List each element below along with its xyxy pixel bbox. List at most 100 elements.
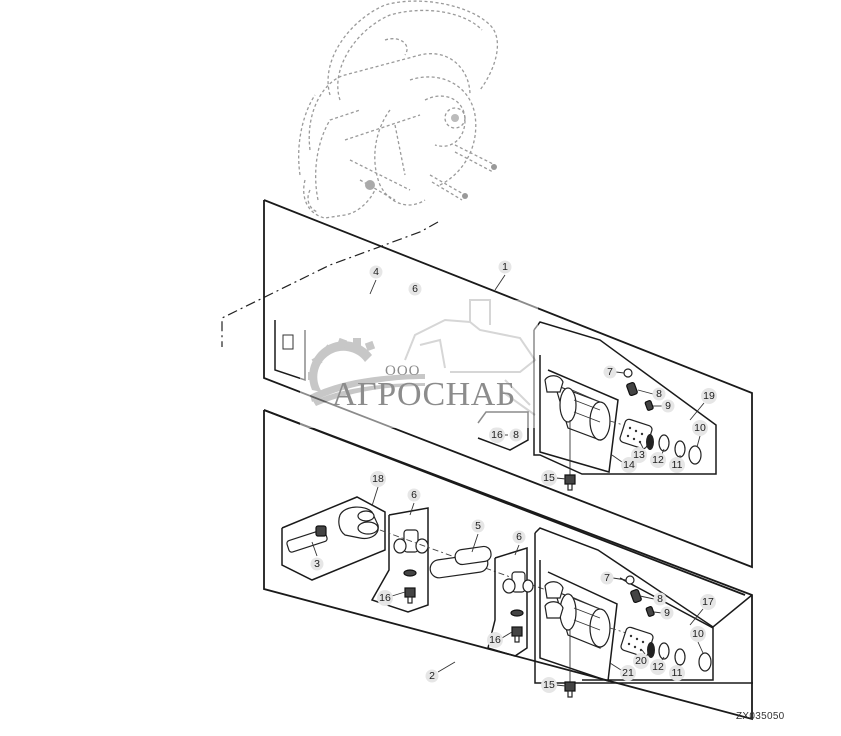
callout-6: 6 bbox=[407, 488, 421, 502]
gear-icon bbox=[308, 337, 425, 406]
callout-7: 7 bbox=[600, 571, 614, 585]
callout-number: 2 bbox=[429, 670, 435, 682]
callout-bubble bbox=[408, 282, 422, 296]
callout-3: 3 bbox=[310, 557, 324, 571]
callout-2: 2 bbox=[425, 669, 439, 683]
callout-bubble bbox=[541, 470, 557, 486]
callout-number: 15 bbox=[543, 472, 555, 484]
callout-16: 16 bbox=[489, 427, 505, 443]
callout-number: 16 bbox=[379, 592, 391, 604]
callout-20: 20 bbox=[633, 653, 649, 669]
callout-bubble bbox=[650, 659, 666, 675]
callout-bubble bbox=[660, 606, 674, 620]
callout-bubble bbox=[620, 665, 636, 681]
callout-6: 6 bbox=[512, 530, 526, 544]
callout-bubble bbox=[407, 488, 421, 502]
callout-number: 21 bbox=[622, 667, 634, 679]
callout-1: 1 bbox=[498, 260, 512, 274]
callout-number: 6 bbox=[412, 283, 418, 295]
callout-12: 12 bbox=[650, 659, 666, 675]
cross-6b bbox=[502, 571, 534, 643]
watermark-company-name: АГРОСНАБ bbox=[332, 376, 516, 413]
callout-bubble bbox=[692, 420, 708, 436]
callout-bubble bbox=[377, 590, 393, 606]
callout-bubble bbox=[600, 571, 614, 585]
callout-18: 18 bbox=[370, 471, 386, 487]
callout-bubble bbox=[653, 592, 667, 606]
callout-12: 12 bbox=[650, 452, 666, 468]
callout-number: 16 bbox=[491, 429, 503, 441]
figure-id-label: ZX035050 bbox=[736, 711, 785, 722]
phantom-outline bbox=[221, 221, 439, 347]
callout-bubble bbox=[700, 594, 716, 610]
callout-bubble bbox=[489, 427, 505, 443]
callout-10: 10 bbox=[692, 420, 708, 436]
kit-1-panel bbox=[263, 199, 753, 569]
callout-bubble bbox=[633, 653, 649, 669]
callout-number: 3 bbox=[314, 558, 320, 570]
callout-bubble bbox=[669, 457, 685, 473]
bearing-20 bbox=[620, 626, 655, 658]
callout-number: 15 bbox=[543, 679, 555, 691]
callout-number: 9 bbox=[664, 607, 670, 619]
gearbox-housing bbox=[298, 0, 499, 219]
callout-21: 21 bbox=[620, 665, 636, 681]
callout-8: 8 bbox=[653, 592, 667, 606]
callout-bubble bbox=[370, 471, 386, 487]
callout-number: 9 bbox=[665, 400, 671, 412]
callout-10: 10 bbox=[690, 626, 706, 642]
callout-bubble bbox=[631, 447, 647, 463]
watermark-logo bbox=[300, 299, 538, 428]
callout-5: 5 bbox=[471, 519, 485, 533]
yoke-tube-14 bbox=[544, 375, 611, 441]
callout-15: 15 bbox=[541, 677, 557, 693]
callout-bubble bbox=[652, 387, 666, 401]
callout-bubble bbox=[661, 399, 675, 413]
callout-bubble bbox=[310, 557, 324, 571]
callout-7: 7 bbox=[603, 365, 617, 379]
callout-number: 1 bbox=[502, 261, 508, 273]
callout-number: 10 bbox=[692, 628, 704, 640]
callout-bubble bbox=[650, 452, 666, 468]
leader-lines bbox=[311, 274, 705, 687]
callout-number: 8 bbox=[513, 429, 519, 441]
callout-15: 15 bbox=[541, 470, 557, 486]
callout-number: 12 bbox=[652, 454, 664, 466]
callout-bubble bbox=[621, 457, 637, 473]
callout-11: 11 bbox=[669, 457, 685, 473]
callout-16: 16 bbox=[487, 632, 503, 648]
callout-bubble bbox=[541, 677, 557, 693]
callout-number: 11 bbox=[672, 459, 683, 471]
callout-number: 20 bbox=[635, 655, 647, 667]
callout-number: 8 bbox=[657, 593, 663, 605]
callout-16: 16 bbox=[377, 590, 393, 606]
yoke-18 bbox=[338, 506, 379, 540]
callout-bubble bbox=[690, 626, 706, 642]
callout-number: 13 bbox=[633, 449, 645, 461]
callout-bubble bbox=[701, 388, 717, 404]
callout-9: 9 bbox=[660, 606, 674, 620]
bearing-13 bbox=[619, 418, 654, 450]
callout-bubble bbox=[498, 260, 512, 274]
callout-8: 8 bbox=[652, 387, 666, 401]
callout-bubble bbox=[487, 632, 503, 648]
callout-11: 11 bbox=[669, 665, 685, 681]
callout-bubble bbox=[512, 530, 526, 544]
callout-number: 17 bbox=[702, 596, 714, 608]
callout-19: 19 bbox=[701, 388, 717, 404]
callout-number: 5 bbox=[475, 520, 481, 532]
callout-number: 6 bbox=[411, 489, 417, 501]
callout-bubble bbox=[425, 669, 439, 683]
callout-number: 6 bbox=[516, 531, 522, 543]
callout-number: 14 bbox=[623, 459, 635, 471]
combine-harvester-icon bbox=[404, 299, 537, 416]
callout-number: 7 bbox=[604, 572, 610, 584]
callout-number: 16 bbox=[489, 634, 501, 646]
callout-bubble bbox=[369, 265, 383, 279]
watermark-prefix: ООО bbox=[385, 363, 421, 379]
callout-8: 8 bbox=[509, 428, 523, 442]
callout-13: 13 bbox=[631, 447, 647, 463]
callout-number: 12 bbox=[652, 661, 664, 673]
